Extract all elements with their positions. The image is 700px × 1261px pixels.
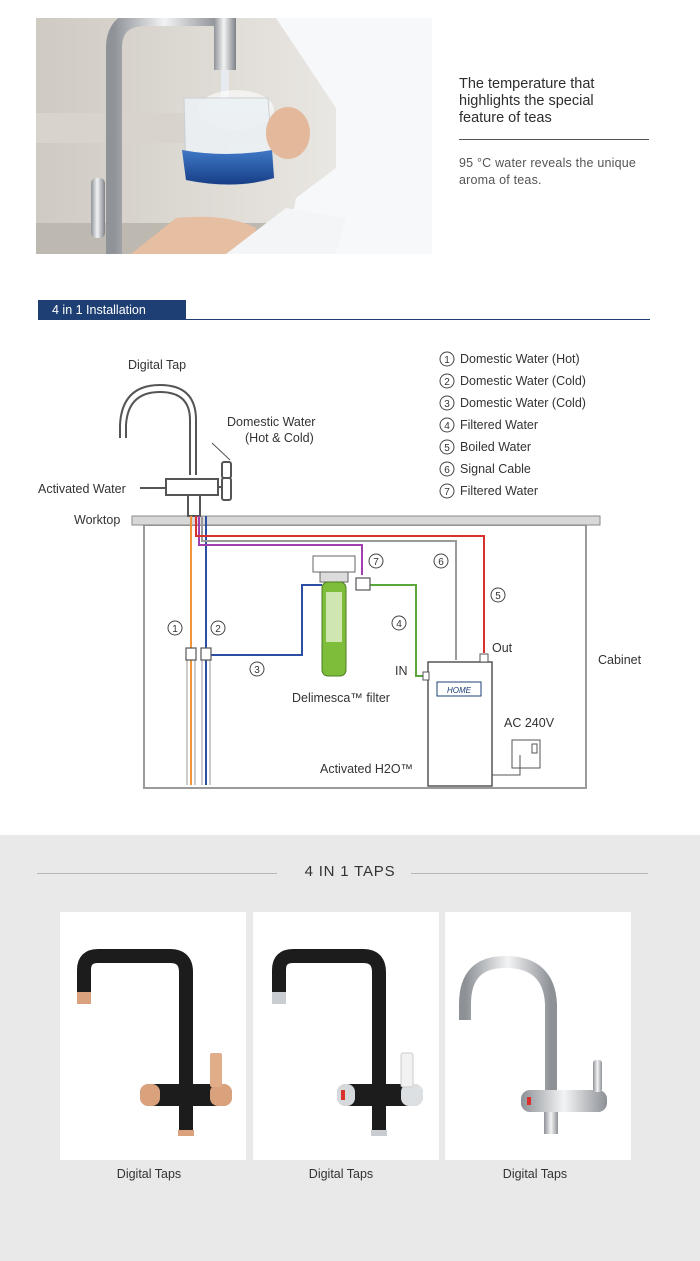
- taps-title: 4 IN 1 TAPS: [304, 863, 396, 880]
- installation-diagram: HOME 1 2 3 4 5 6 7 Digital Tap Domestic …: [38, 351, 642, 789]
- legend-item: Domestic Water (Cold): [460, 396, 586, 410]
- svg-text:3: 3: [444, 399, 450, 410]
- legend-item: Filtered Water: [460, 484, 538, 498]
- pipe-markers: [167, 553, 506, 677]
- hero-divider: [459, 139, 649, 140]
- svg-text:4: 4: [444, 421, 450, 432]
- pipe-legend: 1 2 3 4 5 6 7 Domestic Water (Hot) Domes…: [439, 351, 586, 499]
- home-logo: HOME: [447, 686, 472, 695]
- svg-text:6: 6: [444, 465, 450, 476]
- svg-text:3: 3: [254, 665, 260, 676]
- tap-chrome-icon: [459, 955, 607, 1134]
- worktop-slab: [131, 515, 601, 526]
- tap-card-black-copper[interactable]: [60, 912, 246, 1160]
- label-worktop: Worktop: [74, 513, 120, 527]
- taps-title-rule-left: [37, 873, 277, 874]
- hero-photo: [36, 18, 432, 254]
- supply-pipes: [186, 660, 211, 785]
- svg-text:5: 5: [495, 591, 501, 602]
- delimesca-filter-icon: [312, 555, 356, 677]
- tap-black-chrome-icon: [272, 949, 423, 1136]
- label-out: Out: [492, 641, 513, 655]
- label-activated-water: Activated Water: [38, 482, 126, 496]
- tap-label-chrome: Digital Taps: [502, 1167, 568, 1181]
- legend-item: Signal Cable: [460, 462, 531, 476]
- taps-title-rule-right: [411, 873, 648, 874]
- svg-text:7: 7: [444, 487, 450, 498]
- legend-item: Domestic Water (Hot): [460, 352, 580, 366]
- tap-label-black-copper: Digital Taps: [116, 1167, 182, 1181]
- label-activated-h2o: Activated H2O™: [320, 762, 413, 776]
- svg-text:2: 2: [215, 624, 221, 635]
- svg-text:6: 6: [438, 557, 444, 568]
- label-cabinet: Cabinet: [598, 653, 642, 667]
- label-digital-tap: Digital Tap: [128, 358, 186, 372]
- hero-description: 95 °C water reveals the unique aroma of …: [459, 156, 637, 187]
- installation-section-header: 4 in 1 Installation: [38, 300, 186, 320]
- tap-black-copper-icon: [77, 949, 232, 1136]
- label-domestic-water-sub: (Hot & Cold): [245, 431, 314, 445]
- label-in: IN: [395, 664, 408, 678]
- svg-text:1: 1: [444, 355, 450, 366]
- activated-h2o-unit-icon: HOME: [422, 653, 493, 787]
- hero-heading: The temperature that highlights the spec…: [459, 76, 595, 126]
- tap-card-chrome[interactable]: [445, 912, 631, 1160]
- label-ac: AC 240V: [504, 716, 555, 730]
- legend-item: Filtered Water: [460, 418, 538, 432]
- label-domestic-water: Domestic Water: [227, 415, 315, 429]
- label-filter: Delimesca™ filter: [292, 691, 390, 705]
- legend-item: Domestic Water (Cold): [460, 374, 586, 388]
- svg-text:1: 1: [172, 624, 178, 635]
- tap-label-black-chrome: Digital Taps: [308, 1167, 374, 1181]
- svg-text:4: 4: [396, 619, 402, 630]
- tap-card-black-chrome[interactable]: [253, 912, 439, 1160]
- installation-header-rule: [186, 319, 650, 320]
- svg-text:7: 7: [373, 557, 379, 568]
- legend-item: Boiled Water: [460, 440, 531, 454]
- valves: [185, 577, 371, 661]
- digital-tap-icon: [119, 383, 232, 517]
- svg-text:2: 2: [444, 377, 450, 388]
- pipe-marker-numbers: 1 2 3 4 5 6 7: [172, 557, 501, 676]
- tea-tap-illustration: [36, 18, 432, 254]
- power-socket-icon: [492, 739, 541, 776]
- svg-text:5: 5: [444, 443, 450, 454]
